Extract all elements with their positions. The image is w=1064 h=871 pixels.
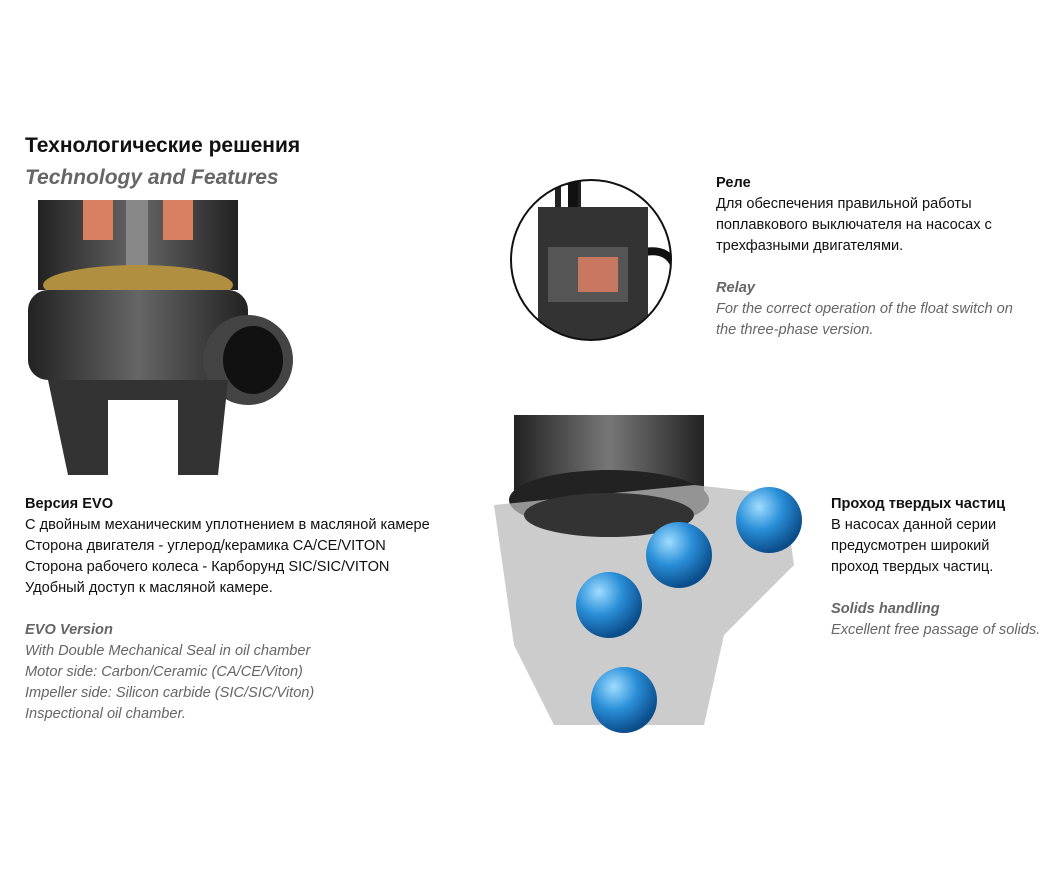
page-title-en: Technology and Features [25,166,279,189]
relay-line-ru: поплавкового выключателя на насосах с [716,217,992,233]
solids-line-ru: В насосах данной серии [831,517,997,533]
evo-line-en: Impeller side: Silicon carbide (SIC/SIC/… [25,685,315,701]
solids-passage-image [494,415,802,733]
solids-line-ru: проход твердых частиц. [831,559,994,575]
relay-title-en: Relay [716,280,755,296]
relay-image [510,179,672,341]
relay-line-en: the three-phase version. [716,322,874,338]
relay-text: Реле Для обеспечения правильной работы п… [716,173,1013,341]
relay-line-ru: Для обеспечения правильной работы [716,196,972,212]
evo-title-ru: Версия EVO [25,496,114,512]
solids-line-ru: предусмотрен широкий [831,538,990,554]
evo-line-ru: Сторона рабочего колеса - Карборунд SIC/… [25,559,390,575]
evo-line-en: Inspectional oil chamber. [25,706,186,722]
solids-title-ru: Проход твердых частиц [831,496,1006,512]
evo-line-ru: Сторона двигателя - углерод/керамика CA/… [25,538,386,554]
evo-line-ru: С двойным механическим уплотнением в мас… [25,517,430,533]
evo-pump-cutaway-image [28,200,293,475]
relay-line-en: For the correct operation of the float s… [716,301,1013,317]
relay-line-ru: трехфазными двигателями. [716,238,904,254]
relay-title-ru: Реле [716,175,751,191]
evo-version-text: Версия EVO С двойным механическим уплотн… [25,494,430,725]
evo-line-en: With Double Mechanical Seal in oil chamb… [25,643,311,659]
page-title-ru: Технологические решения [25,134,301,157]
evo-line-en: Motor side: Carbon/Ceramic (CA/CE/Viton) [25,664,303,680]
evo-line-ru: Удобный доступ к масляной камере. [25,580,273,596]
solids-line-en: Excellent free passage of solids. [831,622,1041,638]
solids-text: Проход твердых частиц В насосах данной с… [831,494,1040,641]
evo-title-en: EVO Version [25,622,113,638]
solids-title-en: Solids handling [831,601,940,617]
